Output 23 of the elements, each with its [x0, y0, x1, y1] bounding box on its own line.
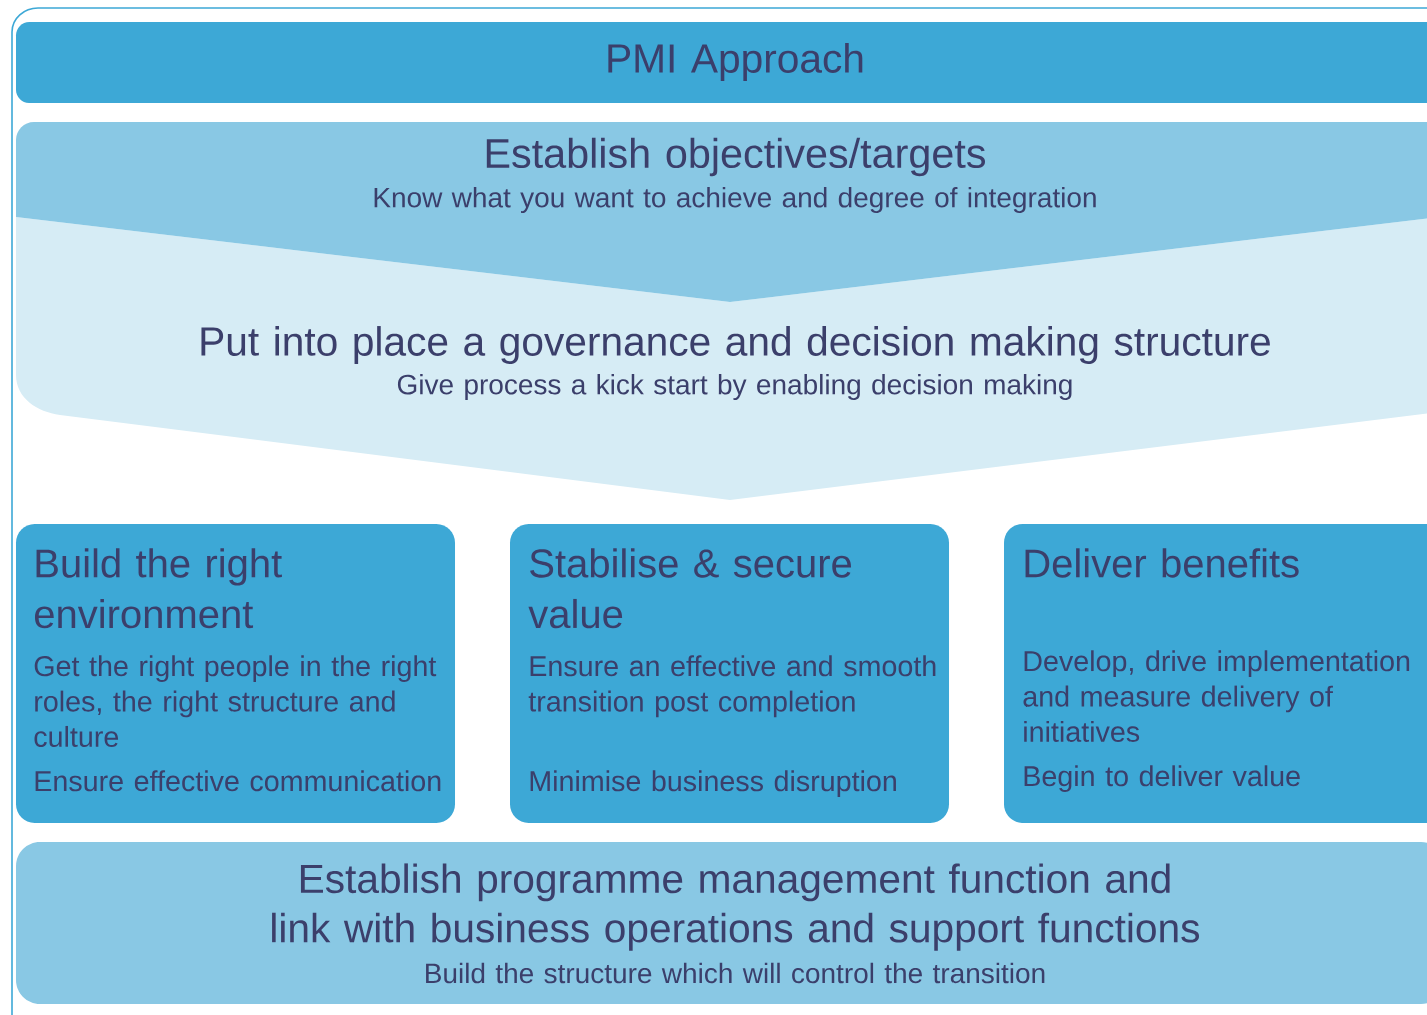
card-heading: Build the right environment — [34, 548, 282, 629]
subheading-text: Build the structure which will control the transition — [426, 962, 1045, 984]
card-text: Begin to deliver value — [1024, 765, 1300, 792]
card-heading: Stabilise & secure value — [528, 548, 852, 629]
subheading-text: Know what you want to achieve and degree of integration — [374, 186, 1096, 214]
heading-text: Put into place a governance and decision making structure — [201, 326, 1270, 364]
card-text: Develop, drive implementation and measure delivery of initiatives — [1023, 650, 1410, 742]
card-heading: Deliver benefits — [1025, 548, 1299, 578]
card-text: Ensure effective communication — [35, 770, 441, 792]
card — [1004, 524, 1427, 823]
card — [16, 524, 455, 823]
card-text: Get the right people in the right roles, the right structure and culture — [34, 655, 437, 747]
heading-text: PMI Approach — [608, 43, 863, 81]
chevron-band — [16, 122, 1427, 302]
subheading-text: Give process a kick start by enabling decision making — [397, 373, 1072, 401]
banner-box — [16, 842, 1427, 1004]
header-bar — [16, 22, 1427, 103]
heading-text: Establish programme management function and link with business operations and support functions — [272, 863, 1199, 951]
heading-text: Establish objectives/targets — [486, 137, 985, 177]
card-text: Minimise business disruption — [530, 770, 896, 797]
chevron-band — [16, 217, 1427, 500]
card-text: Ensure an effective and smooth transition post completion — [528, 655, 936, 718]
card — [510, 524, 949, 823]
